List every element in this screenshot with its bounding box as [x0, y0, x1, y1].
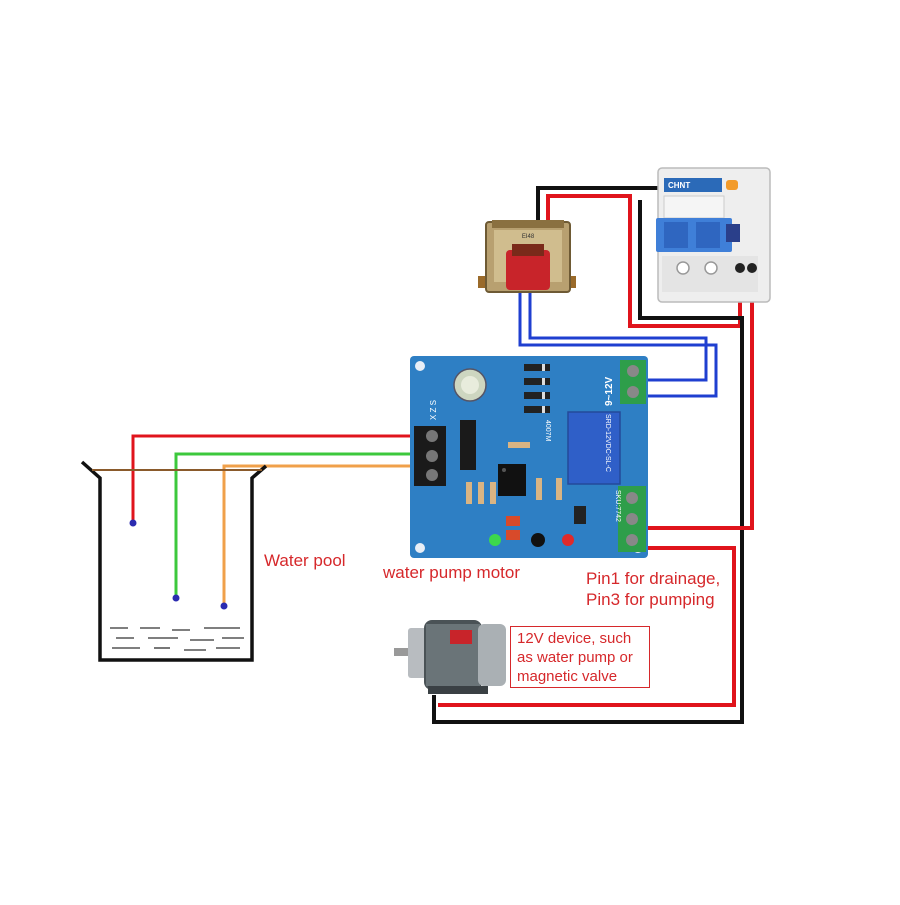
voltage-label: 9~12V: [604, 376, 615, 406]
relay-text: SRD-12VDC-SL-C: [604, 414, 611, 472]
svg-text:EI48: EI48: [522, 234, 535, 240]
transformer: EI48: [478, 220, 576, 293]
pin-note: Pin1 for drainage, Pin3 for pumping: [586, 568, 720, 610]
water-pool-label: Water pool: [264, 551, 346, 570]
probe-tip-orange: [220, 602, 228, 610]
breaker-brand: CHNT: [668, 181, 690, 190]
probe-tip-red: [129, 519, 137, 527]
wire-orange-probe: [222, 464, 414, 606]
led-red: [562, 534, 574, 546]
water-pump-motor-label: water pump motor: [383, 563, 520, 582]
control-board: X Z S 9~12V SRD-12VDC-SL-C 4007M: [410, 356, 648, 558]
wire-red-probe: [131, 434, 414, 522]
breaker-terminal-2: [704, 261, 718, 275]
wire-black-breaker-to-motor: [432, 200, 744, 724]
resistors: [466, 442, 562, 504]
sku-label: SKU:7742: [614, 490, 621, 522]
wire-red-relay-to-motor: [438, 546, 736, 707]
wire-green-probe: [174, 452, 414, 597]
wire-red-breaker-to-relay: [648, 280, 754, 530]
breaker-terminal-1: [676, 261, 690, 275]
diodes: [524, 364, 550, 413]
probe-letters: X Z S: [429, 400, 438, 420]
device-note-line3: magnetic valve: [517, 668, 618, 685]
pin-note-line1: Pin1 for drainage,: [586, 569, 721, 588]
pin-note-line2: Pin3 for pumping: [586, 590, 715, 609]
breaker-terminal-4: [747, 263, 757, 273]
water-pool-beaker: [80, 460, 268, 662]
device-note-box: 12V device, such as water pump or magnet…: [510, 626, 650, 688]
breaker-terminal-3: [735, 263, 745, 273]
wire-blue-transformer-b: [528, 256, 708, 382]
device-note-line2: as water pump or: [517, 649, 633, 666]
probe-tip-green: [172, 594, 180, 602]
wire-blue-transformer-a: [518, 256, 718, 398]
device-note-line1: 12V device, such: [517, 630, 632, 647]
pump-motor: [394, 620, 506, 694]
chip-label: 4007M: [544, 420, 551, 442]
water-surface: [110, 627, 244, 651]
relay: [567, 411, 621, 485]
led-green: [489, 534, 501, 546]
ic-chip: [498, 464, 526, 496]
circuit-breaker: CHNT: [656, 167, 771, 303]
